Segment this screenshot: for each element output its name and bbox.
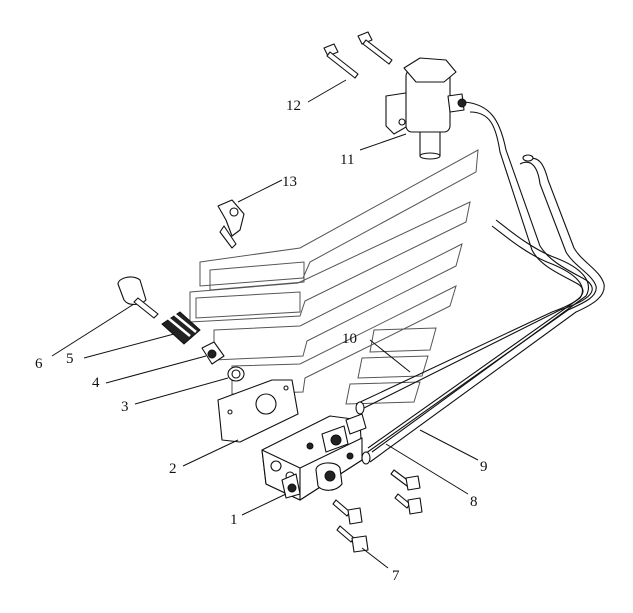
callout-13: 13 bbox=[282, 174, 297, 190]
callout-11: 11 bbox=[340, 152, 354, 168]
part-6-pin bbox=[117, 276, 159, 319]
callout-12: 12 bbox=[286, 98, 301, 114]
callout-6: 6 bbox=[35, 356, 43, 372]
part-12-bolts bbox=[323, 31, 393, 79]
part-1-valve-body bbox=[261, 413, 367, 501]
part-11-cylinder bbox=[385, 57, 467, 160]
part-5-spring bbox=[161, 311, 201, 345]
watermark-logo bbox=[189, 149, 479, 405]
part-2-gasket bbox=[217, 379, 299, 443]
part-3-ring bbox=[227, 366, 245, 382]
part-7-bolts bbox=[332, 469, 423, 553]
callout-2: 2 bbox=[169, 461, 177, 477]
callout-1: 1 bbox=[230, 512, 238, 528]
part-4-fitting bbox=[201, 341, 225, 365]
callout-labels: 1 2 3 4 5 6 7 8 9 10 11 12 13 bbox=[35, 98, 488, 584]
callout-5: 5 bbox=[66, 351, 74, 367]
callout-8: 8 bbox=[470, 494, 478, 510]
leader-lines bbox=[51, 79, 479, 569]
callout-3: 3 bbox=[121, 399, 129, 415]
callout-9: 9 bbox=[480, 459, 488, 475]
callout-7: 7 bbox=[392, 568, 400, 584]
callout-10: 10 bbox=[342, 331, 357, 347]
part-13-clip bbox=[217, 199, 245, 249]
pipe-assembly bbox=[355, 101, 605, 465]
callout-4: 4 bbox=[92, 375, 100, 391]
